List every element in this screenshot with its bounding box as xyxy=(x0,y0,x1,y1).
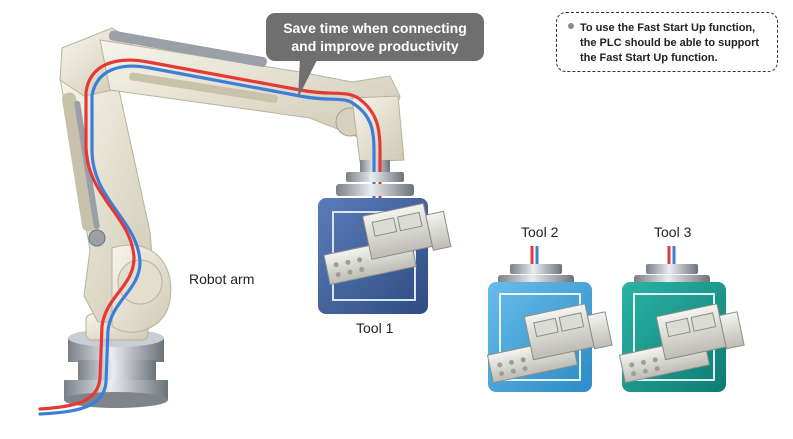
tool-2 xyxy=(486,246,613,392)
note-line-1: To use the Fast Start Up function, xyxy=(580,22,756,34)
fast-start-up-note: To use the Fast Start Up function, the P… xyxy=(556,12,778,72)
bullet-icon xyxy=(568,23,574,29)
robot-arm xyxy=(59,27,405,408)
label-tool-3: Tool 3 xyxy=(654,224,692,240)
valve-manifold-3 xyxy=(618,303,745,384)
label-robot-arm: Robot arm xyxy=(189,271,255,287)
tool-3 xyxy=(618,246,745,392)
tool-1 xyxy=(318,172,452,314)
valve-manifold-2 xyxy=(486,303,613,384)
note-line-3: the Fast Start Up function. xyxy=(580,52,718,64)
note-line-2: the PLC should be able to support xyxy=(580,37,760,49)
label-tool-2: Tool 2 xyxy=(521,224,559,240)
callout-line-2: and improve productivity xyxy=(291,38,459,54)
callout-productivity: Save time when connecting and improve pr… xyxy=(266,13,484,61)
callout-pointer xyxy=(298,58,318,98)
valve-manifold-1 xyxy=(323,202,452,286)
callout-line-1: Save time when connecting xyxy=(283,20,467,36)
robot-cables xyxy=(38,58,382,416)
label-tool-1: Tool 1 xyxy=(356,320,394,336)
